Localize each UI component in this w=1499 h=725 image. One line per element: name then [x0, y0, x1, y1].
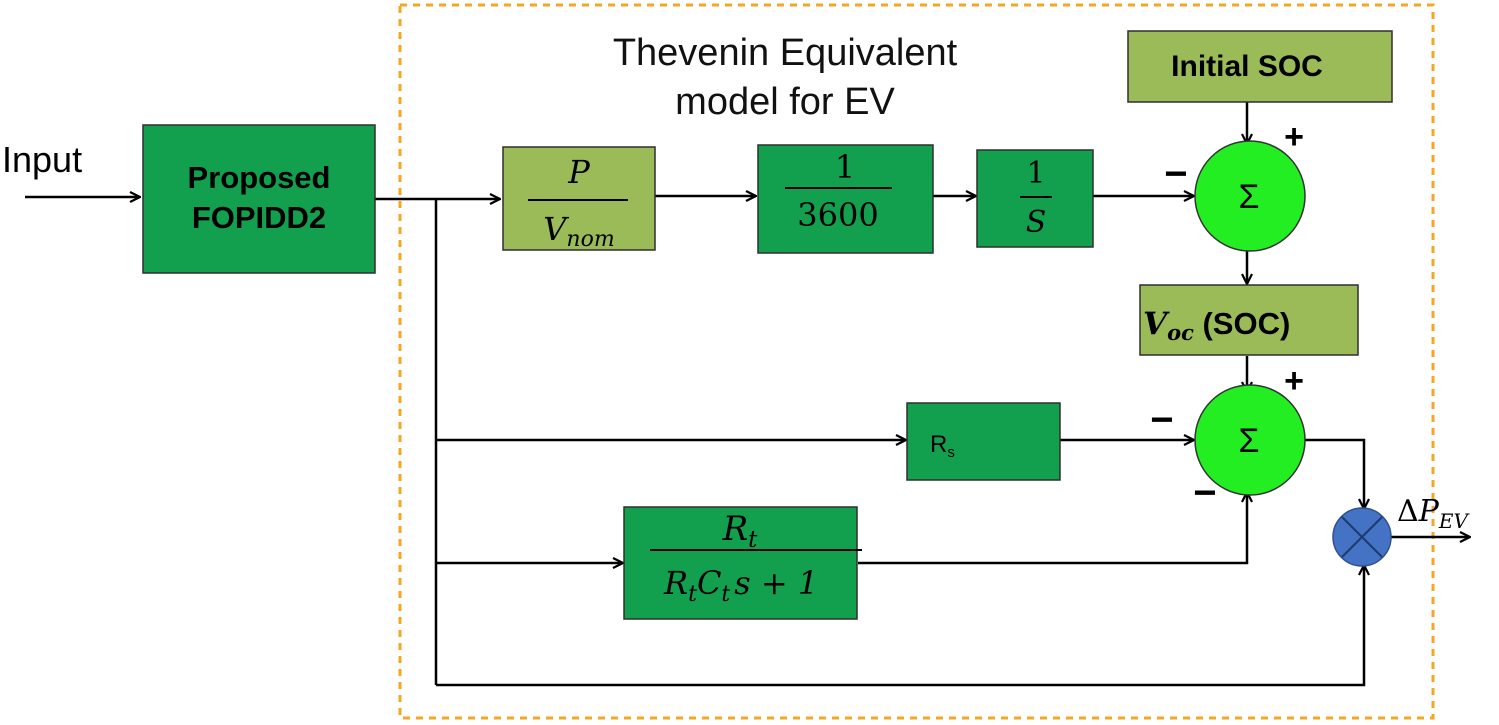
initial-soc-block[interactable]: Initial SOC [1127, 30, 1393, 103]
multiplier-cross-2 [1341, 516, 1383, 558]
inv-3600-numerator: 1 [835, 148, 855, 186]
voltage-summer-minus-left: − [1150, 398, 1173, 442]
voc-block[interactable]: Voc (SOC) [1139, 284, 1359, 356]
voltage-summer-plus: + [1284, 362, 1304, 400]
soc-summer[interactable]: Σ [1194, 140, 1306, 252]
voltage-summer-symbol: Σ [1238, 422, 1259, 460]
wire-rt-to-sum2 [858, 492, 1247, 565]
inv-3600-block[interactable]: 1 3600 [757, 144, 934, 254]
soc-summer-minus: − [1164, 152, 1187, 196]
title-line-1: Thevenin Equivalent [613, 32, 958, 74]
soc-summer-plus: + [1284, 118, 1304, 156]
integrator-block[interactable]: 1 S [976, 149, 1094, 248]
rs-label: Rs [930, 431, 955, 461]
output-label: ΔPEV [1397, 494, 1470, 533]
controller-label-2: FOPIDD2 [192, 200, 326, 235]
soc-summer-symbol: Σ [1238, 178, 1259, 216]
integrator-numerator: 1 [1026, 156, 1045, 191]
title-line-2: model for EV [675, 81, 895, 123]
integrator-denominator: S [1026, 205, 1047, 240]
signal-wires [25, 102, 1470, 687]
rs-block[interactable]: Rs [906, 402, 1061, 481]
voltage-summer-minus-bottom: − [1193, 471, 1216, 515]
wire-bus-to-mult [436, 565, 1364, 687]
voc-label: Voc (SOC) [1143, 306, 1290, 345]
inv-3600-denominator: 3600 [797, 196, 878, 234]
rt-numerator: Rt [722, 509, 759, 553]
input-label: Input [2, 139, 82, 180]
p-over-vnom-block[interactable]: P Vnom [502, 146, 656, 252]
controller-block[interactable]: Proposed FOPIDD2 [142, 124, 376, 274]
p-denominator: Vnom [543, 210, 614, 252]
initial-soc-label: Initial SOC [1171, 50, 1323, 83]
voltage-summer[interactable]: Σ [1194, 384, 1306, 496]
controller-label-1: Proposed [188, 160, 331, 195]
multiplier[interactable] [1332, 507, 1392, 567]
thevenin-boundary [398, 3, 1435, 720]
wire-sum2-to-mult [1300, 438, 1364, 509]
p-numerator: P [567, 153, 590, 191]
